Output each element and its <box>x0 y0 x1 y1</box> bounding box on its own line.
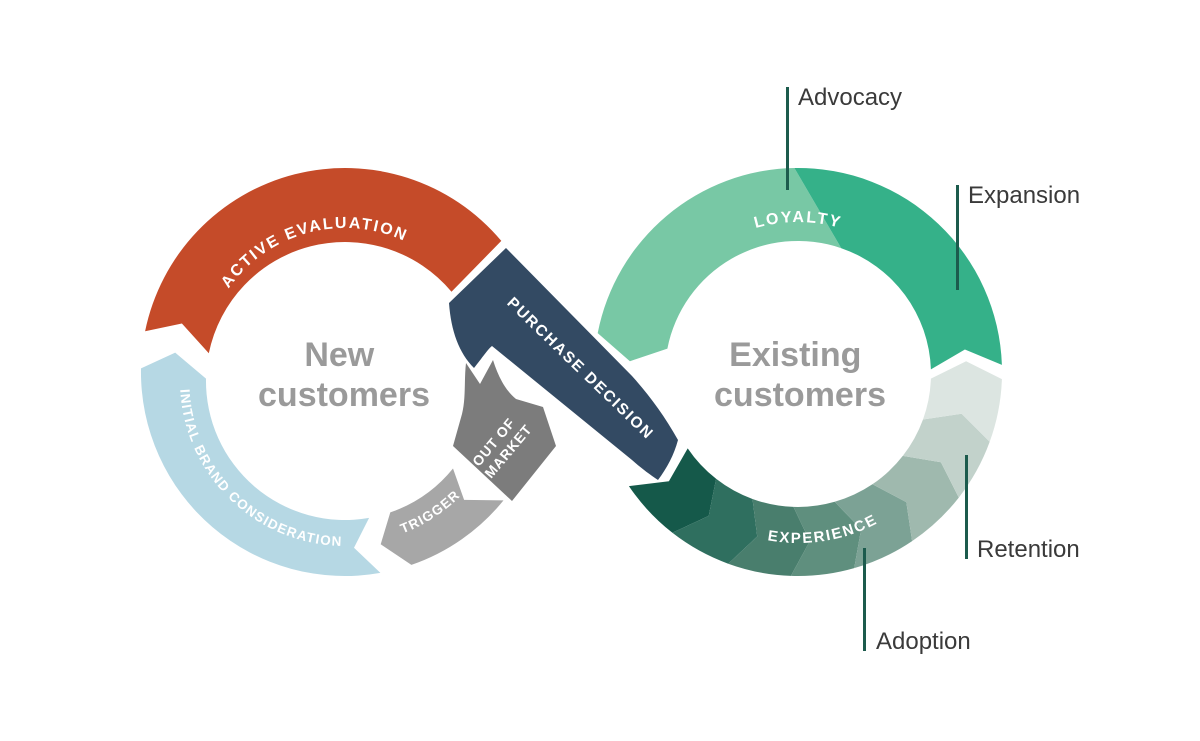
callout-retention: Retention <box>965 455 1080 563</box>
callout-adoption: Adoption <box>863 548 971 655</box>
out-of-market-arrow <box>453 360 556 501</box>
segment-experience-gradient-4 <box>790 501 862 577</box>
existing-customers-line1: Existing <box>729 336 861 374</box>
segment-experience-gradient-5 <box>834 484 913 569</box>
segment-experience-gradient-2 <box>672 478 758 564</box>
existing-customers-title: Existing customers <box>714 336 886 414</box>
retention-callout-label: Retention <box>977 536 1080 563</box>
new-customers-line1: New <box>304 336 374 374</box>
segment-active-evaluation <box>145 167 502 354</box>
segment-experience-gradient-1 <box>628 448 717 533</box>
new-customers-line2: customers <box>258 376 430 414</box>
existing-customers-loop: Existing customers LOYALTY EXPERIENCE <box>597 167 1002 577</box>
segment-initial-brand-consideration <box>140 352 381 577</box>
loyalty-label-text: LOYALTY <box>752 209 843 232</box>
new-customers-title: New customers <box>258 336 430 414</box>
callout-expansion: Expansion <box>956 182 1080 290</box>
loyalty-label: LOYALTY <box>752 209 841 232</box>
existing-customers-line2: customers <box>714 376 886 414</box>
segment-experience-gradient-3 <box>728 499 810 576</box>
adoption-callout-label: Adoption <box>876 628 971 655</box>
callouts: Advocacy Expansion Retention Adoption <box>786 84 1080 655</box>
expansion-callout-label: Expansion <box>968 182 1080 209</box>
segment-loyalty-medium <box>794 167 1002 370</box>
segment-loyalty-light <box>597 168 842 362</box>
callout-advocacy: Advocacy <box>786 84 902 190</box>
segment-experience-gradient-6 <box>872 455 959 542</box>
purchase-decision-arrow <box>449 248 678 480</box>
new-customers-loop: New customers ACTIVE EVALUATION INITIAL … <box>140 167 556 577</box>
segment-trigger <box>380 468 504 565</box>
advocacy-callout-label: Advocacy <box>798 84 902 111</box>
segment-experience-gradient-8 <box>923 361 1002 442</box>
